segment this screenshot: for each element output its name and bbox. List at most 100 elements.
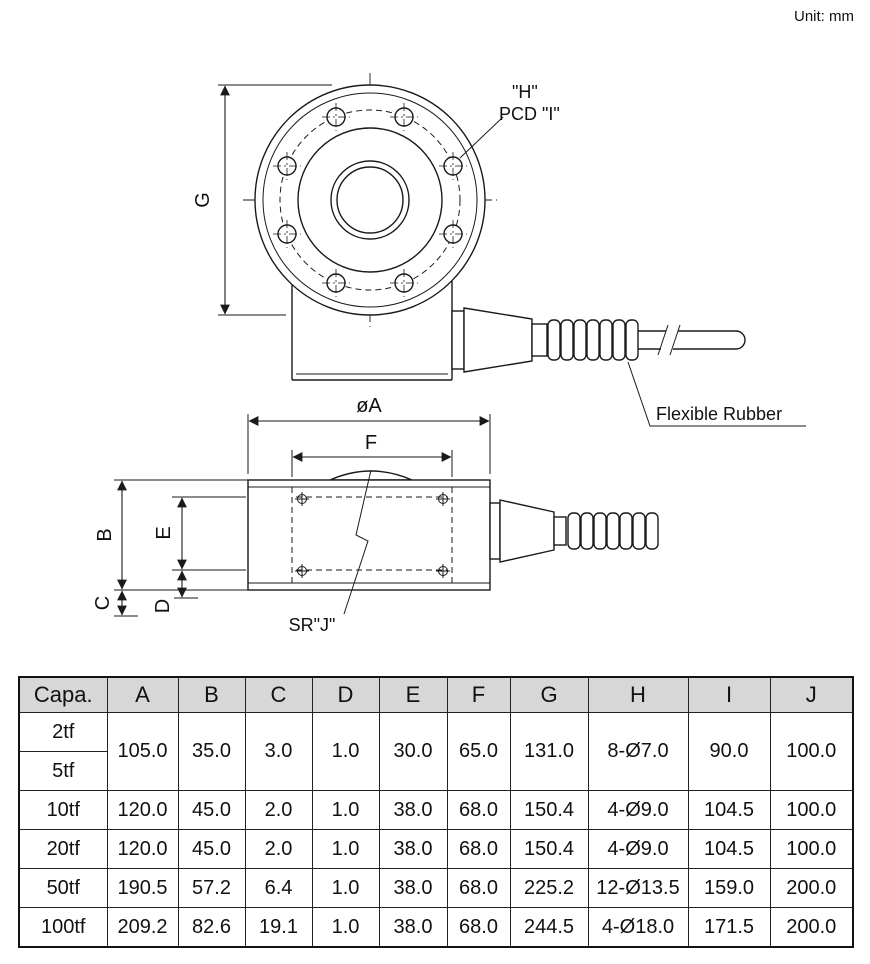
table-cell: 68.0: [446, 907, 511, 948]
corner-screw: [295, 492, 309, 506]
table-header-row: Capa. A B C D E F G H I J: [18, 676, 854, 713]
table-cell: 38.0: [378, 868, 448, 908]
cable-wire: [638, 324, 746, 356]
table-cell-capa: 2tf: [18, 712, 108, 752]
center-bore-outer: [330, 160, 410, 240]
table-cell-capa: 20tf: [18, 829, 108, 869]
table-cell: 225.2: [509, 868, 589, 908]
table-cell: 68.0: [446, 868, 511, 908]
label-b: B: [94, 528, 116, 541]
table-row: 2tf 105.0 35.0 3.0 1.0 30.0 65.0 131.0 8…: [18, 712, 854, 791]
corner-screw: [295, 564, 309, 578]
label-d: D: [152, 599, 174, 613]
table-cell-capa: 5tf: [18, 751, 108, 791]
table-header-cell: H: [587, 676, 689, 713]
table-cell: 200.0: [769, 907, 854, 948]
cable-neck: [531, 323, 548, 357]
table-cell: 159.0: [687, 868, 771, 908]
table-header-cell: J: [769, 676, 854, 713]
cable-break-mark: [669, 324, 681, 356]
table-cell: 244.5: [509, 907, 589, 948]
bolt-hole: [273, 152, 301, 180]
table-cell: 68.0: [446, 829, 511, 869]
table-cell: 1.0: [311, 790, 380, 830]
table-header-cell: C: [244, 676, 313, 713]
table-cell: 150.4: [509, 829, 589, 869]
cable-assembly-top: [451, 307, 746, 373]
dimension-g: G: [192, 84, 332, 316]
table-cell: 100.0: [769, 829, 854, 869]
table-cell: 38.0: [378, 907, 448, 948]
table-cell: 4-Ø9.0: [587, 790, 689, 830]
table-cell: 19.1: [244, 907, 313, 948]
outer-flange-circle: [254, 84, 486, 316]
table-cell: 35.0: [177, 712, 246, 791]
label-e: E: [153, 526, 175, 539]
table-cell: 82.6: [177, 907, 246, 948]
dimension-e: E: [153, 496, 246, 571]
bolt-hole: [390, 269, 418, 297]
callout-flexible-rubber: Flexible Rubber: [627, 361, 806, 427]
side-view: øA F: [92, 395, 659, 635]
label-dia-a: øA: [356, 395, 382, 417]
table-cell: 150.4: [509, 790, 589, 830]
table-cell: 171.5: [687, 907, 771, 948]
table-cell: 209.2: [106, 907, 179, 948]
table-cell: 104.5: [687, 790, 771, 830]
table-cell: 190.5: [106, 868, 179, 908]
label-pcd-i: PCD "I": [499, 104, 560, 124]
table-header-cell: A: [106, 676, 179, 713]
table-cell: 90.0: [687, 712, 771, 791]
cable-connector: [499, 499, 555, 563]
flange-inner-edge-circle: [262, 92, 478, 308]
table-cell: 4-Ø18.0: [587, 907, 689, 948]
table-cell: 104.5: [687, 829, 771, 869]
dimension-c: C: [92, 590, 138, 617]
load-button: [329, 470, 413, 481]
raised-hub-circle: [297, 127, 443, 273]
flexible-rubber-side: [567, 512, 659, 550]
cable-stub: [451, 310, 465, 370]
table-cell: 65.0: [446, 712, 511, 791]
bolt-hole: [390, 103, 418, 131]
dimension-table: Capa. A B C D E F G H I J 2tf 105.0 35: [18, 676, 854, 948]
table-header-cell: D: [311, 676, 380, 713]
callout-h-pcd: "H" PCD "I": [459, 82, 560, 159]
table-header-cell: B: [177, 676, 246, 713]
bolt-hole: [322, 103, 350, 131]
pcd-circle: [279, 109, 461, 291]
table-row: 100tf 209.2 82.6 19.1 1.0 38.0 68.0 244.…: [18, 907, 854, 948]
cable-connector: [463, 307, 533, 373]
cable-break-mark: [657, 324, 669, 356]
top-view: G "H" PCD "I" Flexible Rubber: [192, 73, 806, 427]
table-cell: 1.0: [311, 829, 380, 869]
table-cell: 105.0: [106, 712, 179, 791]
table-cell: 1.0: [311, 868, 380, 908]
table-header-cell: I: [687, 676, 771, 713]
table-cell: 100.0: [769, 790, 854, 830]
dimension-table-container: Capa. A B C D E F G H I J 2tf 105.0 35: [18, 676, 854, 948]
table-cell: 2.0: [244, 790, 313, 830]
side-view-body: [247, 470, 491, 591]
dimension-f: F: [291, 432, 453, 477]
bolt-hole: [439, 152, 467, 180]
table-cell: 38.0: [378, 790, 448, 830]
table-cell: 68.0: [446, 790, 511, 830]
label-sr-j: SR"J": [289, 615, 336, 635]
table-row: 50tf 190.5 57.2 6.4 1.0 38.0 68.0 225.2 …: [18, 868, 854, 908]
table-cell: 30.0: [378, 712, 448, 791]
table-header-cell: G: [509, 676, 589, 713]
bolt-hole: [322, 269, 350, 297]
table-cell: 6.4: [244, 868, 313, 908]
table-cell: 200.0: [769, 868, 854, 908]
cable-stub: [489, 502, 501, 560]
corner-screw: [436, 564, 450, 578]
label-f: F: [365, 432, 377, 454]
table-cell: 12-Ø13.5: [587, 868, 689, 908]
center-bore-inner: [336, 166, 404, 234]
table-cell: 45.0: [177, 790, 246, 830]
table-header-cell: Capa.: [18, 676, 108, 713]
table-cell-capa: 50tf: [18, 868, 108, 908]
table-cell: 100.0: [769, 712, 854, 791]
table-cell: 131.0: [509, 712, 589, 791]
